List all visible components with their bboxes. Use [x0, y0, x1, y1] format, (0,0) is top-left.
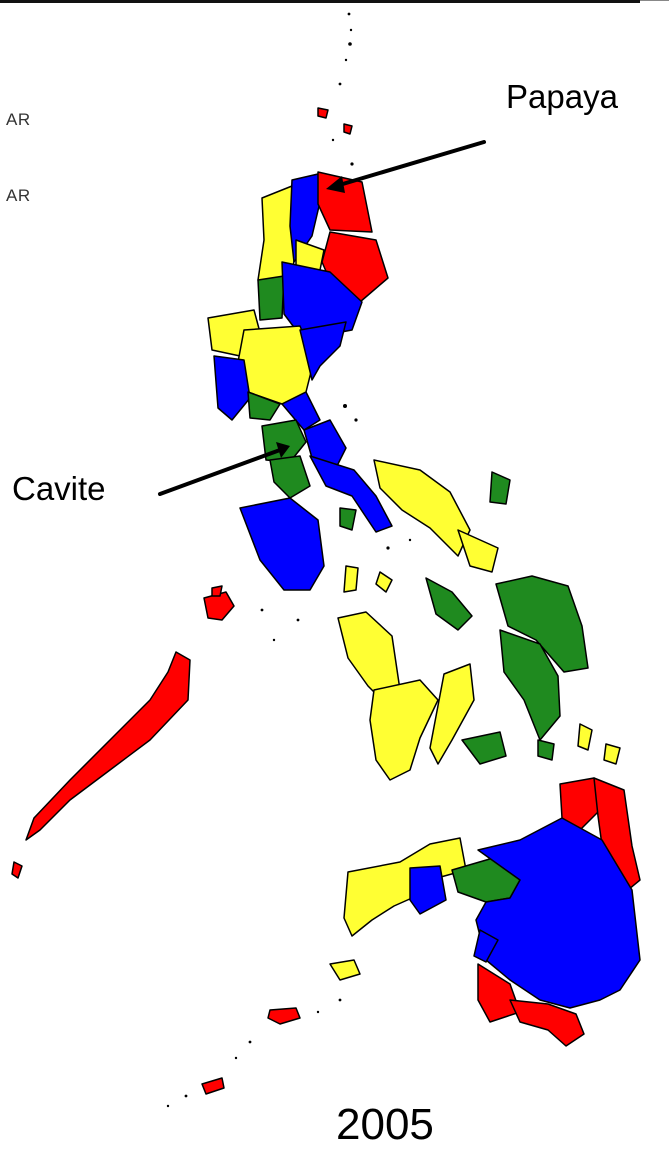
region-green — [425, 577, 473, 631]
region-yellow — [343, 565, 359, 593]
region-yellow — [329, 959, 361, 981]
region-yellow — [457, 529, 499, 573]
slide-top-rule-edge — [640, 0, 669, 1]
region-red — [593, 777, 641, 891]
region-blue — [303, 419, 347, 469]
region-yellow — [577, 723, 593, 751]
callout-cavite-label: Cavite — [12, 470, 106, 507]
region-green — [461, 731, 507, 765]
region-green — [269, 455, 311, 499]
region-yellow — [603, 743, 621, 765]
slide-top-rule — [0, 0, 640, 3]
region-green — [257, 275, 285, 321]
region-blue — [213, 355, 251, 421]
legend-label-1: AR — [6, 110, 31, 129]
region-red — [201, 1077, 225, 1095]
legend-label-2: AR — [6, 186, 31, 205]
region-yellow — [343, 837, 467, 937]
region-blue — [299, 321, 347, 381]
region-green — [495, 575, 589, 673]
region-blue — [475, 817, 641, 1009]
region-blue — [473, 929, 499, 963]
region-red — [317, 171, 373, 233]
region-yellow — [369, 679, 439, 781]
region-green — [489, 471, 511, 505]
callout-papaya-label: Papaya — [506, 78, 618, 115]
region-red — [211, 585, 223, 597]
region-green — [499, 629, 561, 741]
region-yellow — [429, 663, 475, 765]
region-red — [267, 1007, 301, 1025]
region-red — [25, 651, 191, 841]
region-green — [537, 739, 555, 761]
region-blue — [309, 455, 393, 533]
region-green — [247, 391, 281, 421]
region-red — [343, 123, 353, 135]
region-blue — [239, 497, 325, 591]
region-red — [317, 107, 329, 119]
region-yellow — [373, 459, 471, 557]
region-red — [477, 963, 521, 1023]
region-blue — [409, 865, 447, 915]
region-green — [339, 507, 357, 531]
map-year-label: 2005 — [336, 1100, 434, 1149]
region-red — [203, 591, 235, 621]
region-red — [509, 999, 585, 1047]
region-red — [11, 861, 23, 879]
region-yellow — [375, 571, 393, 593]
region-red — [559, 777, 603, 831]
